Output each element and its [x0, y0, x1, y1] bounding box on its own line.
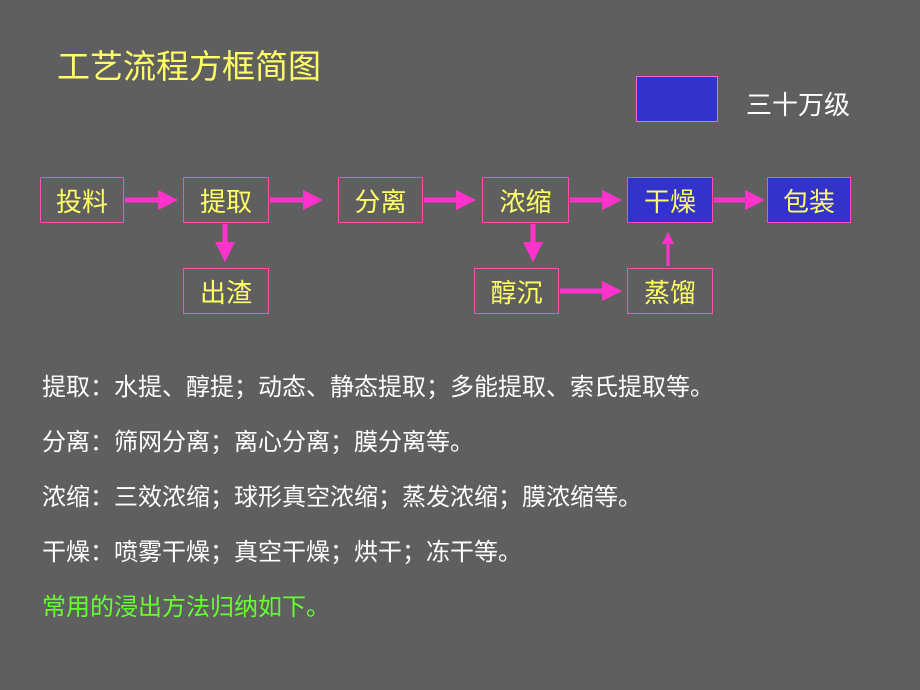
box-baozhuang: 包装 [767, 177, 851, 223]
box-fenli: 分离 [338, 177, 423, 223]
box-zhengliu: 蒸馏 [627, 268, 713, 314]
desc-fenli: 分离：筛网分离；离心分离；膜分离等。 [42, 428, 474, 456]
box-chunchen: 醇沉 [474, 268, 559, 314]
box-chuzha: 出渣 [183, 268, 269, 314]
desc-summary: 常用的浸出方法归纳如下。 [42, 593, 330, 621]
desc-ganzao: 干燥：喷雾干燥；真空干燥；烘干；冻干等。 [42, 538, 522, 566]
box-touliao: 投料 [40, 177, 124, 223]
box-ganzao: 干燥 [627, 177, 713, 223]
legend-swatch [636, 76, 718, 122]
desc-nongsuo: 浓缩：三效浓缩；球形真空浓缩；蒸发浓缩；膜浓缩等。 [42, 483, 642, 511]
page-title: 工艺流程方框简图 [57, 47, 321, 86]
box-nongsuo: 浓缩 [482, 177, 569, 223]
desc-tiqu: 提取：水提、醇提；动态、静态提取；多能提取、索氏提取等。 [42, 373, 714, 401]
legend-label: 三十万级 [746, 91, 851, 121]
box-tiqu: 提取 [183, 177, 269, 223]
